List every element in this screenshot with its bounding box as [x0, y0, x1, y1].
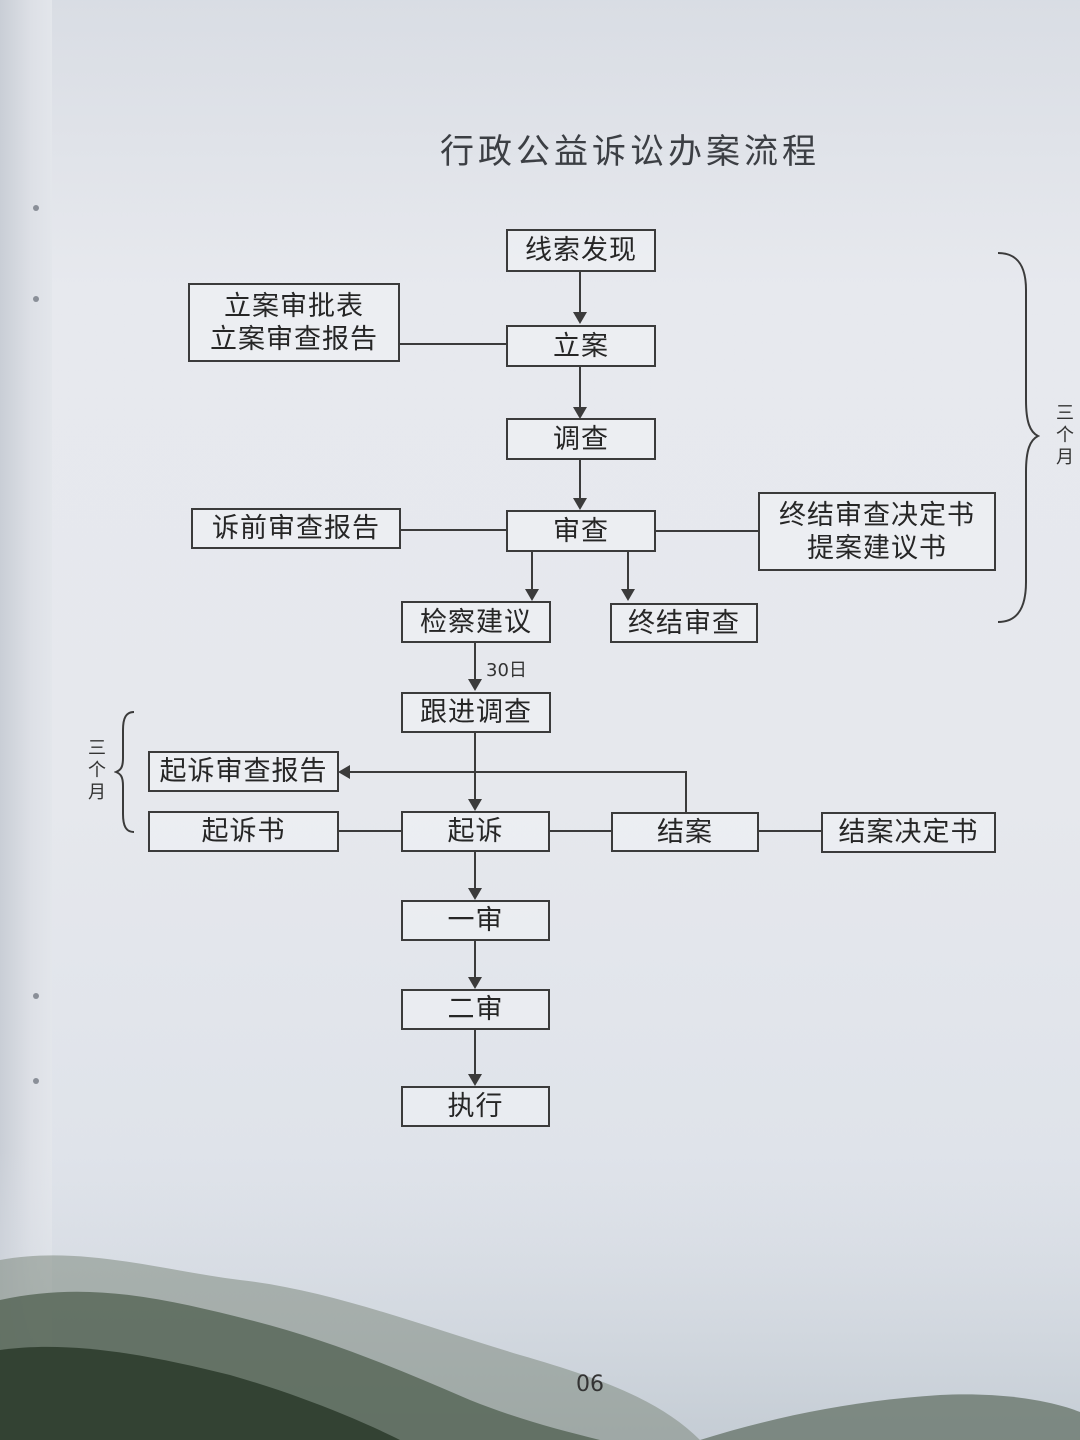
node-procuratorial-advice: 检察建议 — [401, 601, 551, 643]
connector-indictment-prosecute — [338, 830, 402, 832]
node-follow-up-investigation: 跟进调查 — [401, 692, 551, 733]
node-pre-suit-report: 诉前审查报告 — [191, 508, 401, 549]
node-clue-discovery: 线索发现 — [506, 229, 656, 272]
node-prosecute: 起诉 — [401, 811, 550, 852]
connector-review-report — [400, 529, 507, 531]
node-close-case: 结案 — [611, 812, 759, 852]
connector-review-termination-docs — [655, 530, 759, 532]
node-first-trial: 一审 — [401, 900, 550, 941]
arrow-down — [468, 799, 482, 811]
node-indictment: 起诉书 — [148, 811, 339, 852]
label-three-months-right: 三个月 — [1056, 403, 1074, 468]
connector-prosecute-close — [549, 830, 612, 832]
connector-clue-filing — [579, 271, 581, 313]
binding-hole — [33, 205, 39, 211]
binding-hole — [33, 296, 39, 302]
node-execution: 执行 — [401, 1086, 550, 1127]
arrow-down — [573, 498, 587, 510]
node-review: 审查 — [506, 510, 656, 552]
connector-investigation-review — [579, 459, 581, 499]
connector-review-advice — [531, 551, 533, 590]
node-close-decision: 结案决定书 — [821, 812, 996, 853]
right-brace — [997, 252, 1040, 623]
node-filing-documents: 立案审批表立案审查报告 — [188, 283, 400, 362]
page-number: 06 — [576, 1372, 604, 1397]
label-30-days: 30日 — [486, 660, 527, 681]
connector-first-second — [474, 940, 476, 978]
connector-close-decision — [759, 830, 822, 832]
label-three-months-left: 三个月 — [88, 738, 106, 803]
connector-close-to-suit-report — [350, 771, 687, 773]
connector-filing-docs — [400, 343, 507, 345]
connector-followup-prosecute — [474, 732, 476, 800]
arrow-left — [338, 765, 350, 779]
misty-forest-illustration — [0, 1150, 1080, 1440]
node-terminate-review: 终结审查 — [610, 603, 758, 643]
arrow-down — [573, 312, 587, 324]
arrow-down — [468, 679, 482, 691]
binding-hole — [33, 1078, 39, 1084]
node-second-trial: 二审 — [401, 989, 550, 1030]
connector-close-up — [685, 771, 687, 813]
arrow-down — [573, 407, 587, 419]
page-title: 行政公益诉讼办案流程 — [440, 132, 820, 172]
node-suit-review-report: 起诉审查报告 — [148, 751, 339, 792]
connector-second-execution — [474, 1029, 476, 1075]
connector-prosecute-first — [474, 851, 476, 889]
connector-filing-investigation — [579, 366, 581, 408]
node-investigation: 调查 — [506, 418, 656, 460]
arrow-down — [468, 888, 482, 900]
arrow-down — [468, 1074, 482, 1086]
connector-review-terminate — [627, 551, 629, 590]
node-termination-documents: 终结审查决定书提案建议书 — [758, 492, 996, 571]
binding-hole — [33, 993, 39, 999]
node-filing: 立案 — [506, 325, 656, 367]
arrow-down — [621, 589, 635, 601]
left-brace — [114, 711, 135, 833]
connector-advice-followup — [474, 642, 476, 680]
arrow-down — [525, 589, 539, 601]
arrow-down — [468, 977, 482, 989]
